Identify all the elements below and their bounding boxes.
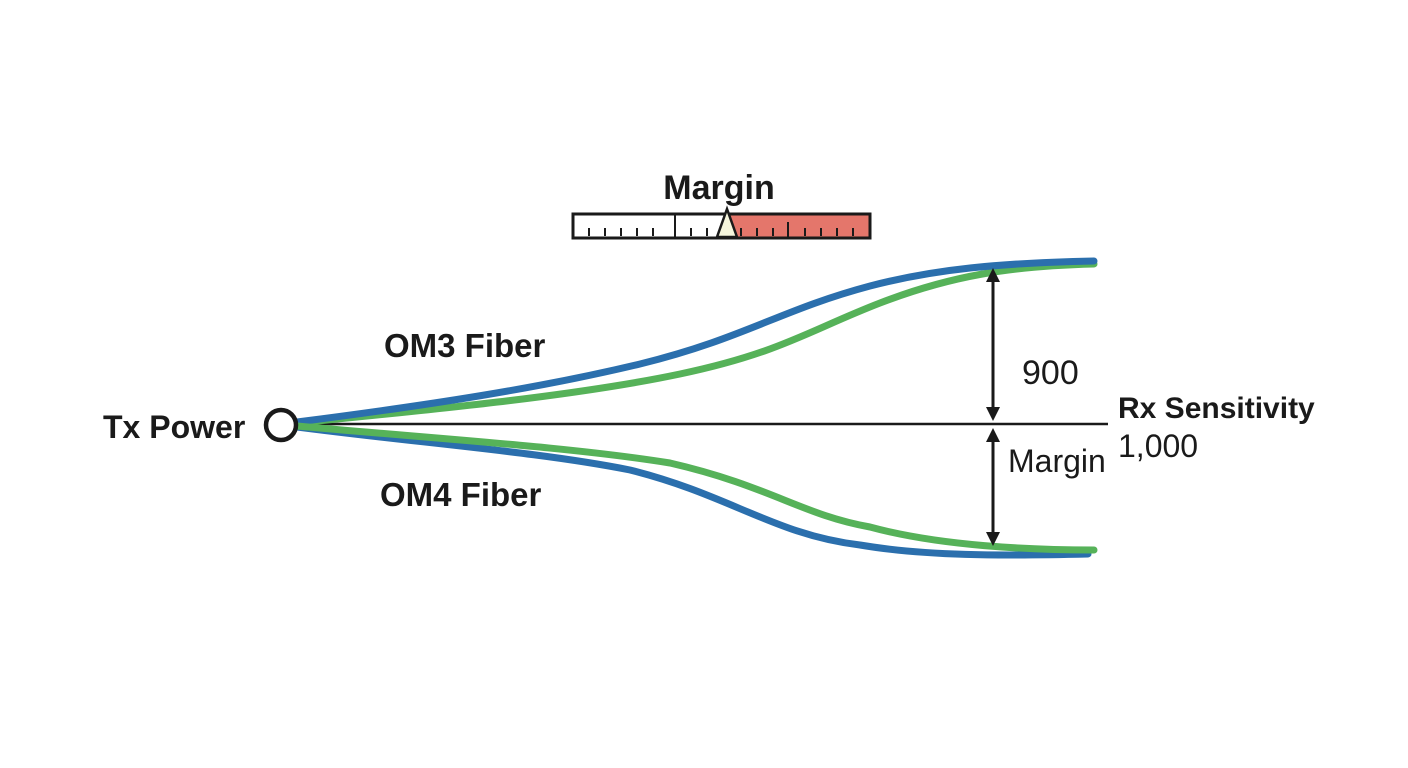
gauge-title: Margin bbox=[663, 169, 774, 207]
lower-arrowhead-down-icon bbox=[986, 532, 1000, 546]
om4-fiber-label: OM4 Fiber bbox=[380, 476, 542, 513]
tx-source-circle bbox=[263, 407, 299, 443]
lower-blue-curve bbox=[293, 423, 1092, 559]
lower-margin-label: Margin bbox=[1008, 443, 1106, 479]
lower-green-curve bbox=[293, 422, 1098, 554]
rx-sensitivity-label: Rx Sensitivity bbox=[1118, 392, 1315, 425]
upper-arrowhead-down-icon bbox=[986, 407, 1000, 421]
om3-fiber-label: OM3 Fiber bbox=[384, 327, 546, 364]
margin-gauge bbox=[571, 205, 872, 240]
upper-blue-curve bbox=[293, 257, 1098, 426]
upper-margin-arrow bbox=[986, 268, 1000, 421]
gauge-needle-icon bbox=[715, 205, 739, 239]
upper-arrowhead-up-icon bbox=[986, 268, 1000, 282]
rx-sensitivity-value: 1,000 bbox=[1118, 428, 1198, 464]
upper-margin-value: 900 bbox=[1022, 354, 1079, 392]
upper-green-curve bbox=[293, 260, 1098, 427]
gauge-ticks bbox=[588, 215, 854, 237]
gauge-red-zone bbox=[729, 214, 870, 238]
lower-arrowhead-up-icon bbox=[986, 428, 1000, 442]
lower-margin-arrow bbox=[986, 428, 1000, 546]
tx-power-label: Tx Power bbox=[103, 409, 245, 445]
